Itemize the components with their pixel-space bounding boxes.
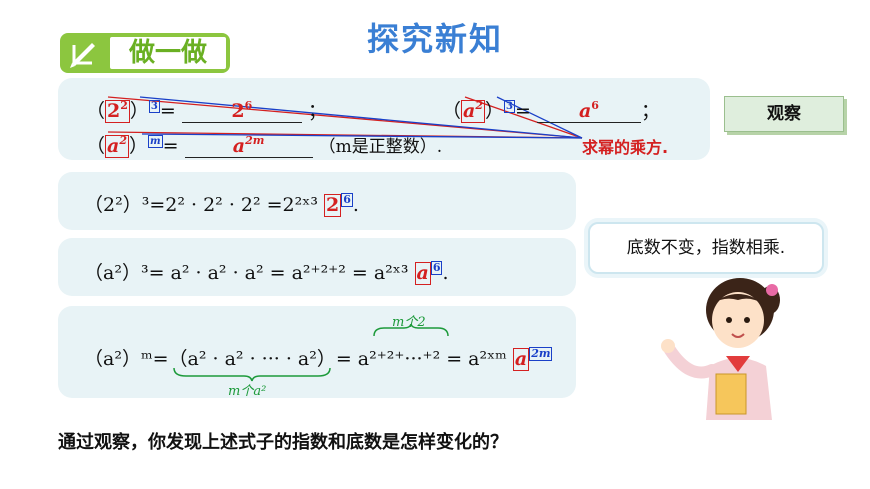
base-box: 22: [105, 99, 130, 123]
expansion-line-3: （a²）ᵐ=（a² · a² · ··· · a²）= a²⁺²⁺···⁺² =…: [84, 347, 553, 371]
student-illustration: [661, 278, 780, 420]
result-base-box: 2: [323, 194, 342, 217]
answer-blank-3[interactable]: a2m: [184, 134, 313, 158]
annotation-label: 求幂的乘方.: [582, 138, 669, 157]
expansion-panel-1: [58, 172, 576, 230]
result-base-box: a: [512, 348, 530, 371]
page-title: 探究新知: [366, 20, 503, 58]
expansion-panel-2: [58, 238, 576, 296]
section-label: 做一做: [128, 38, 207, 68]
exercise-row-1b: （a2）3= a6；: [442, 99, 660, 123]
base-box: a2: [105, 134, 129, 158]
base-box: a2: [461, 99, 485, 123]
bottom-brace-icon: [173, 367, 331, 382]
top-brace-icon: [373, 324, 449, 337]
answer-blank-1[interactable]: 26: [181, 99, 302, 123]
bottom-brace-label: m个a²: [228, 384, 267, 399]
exercise-row-2: （a2）m= a2m （m是正整数）.: [86, 134, 443, 158]
exercise-row-1: （22）3= 26 ；: [86, 99, 327, 123]
question-text: 通过观察，你发现上述式子的指数和底数是怎样变化的？: [58, 432, 508, 453]
answer-blank-2[interactable]: a6: [536, 99, 641, 123]
top-brace-label: m个2: [392, 315, 426, 330]
result-base-box: a: [414, 262, 431, 285]
observe-button[interactable]: 观察: [724, 96, 844, 132]
speech-bubble: 底数不变，指数相乘.: [588, 222, 824, 274]
section-label-bg: [110, 37, 226, 69]
ruler-pencil-icon: [66, 37, 102, 69]
expansion-panel-3: [58, 306, 576, 398]
